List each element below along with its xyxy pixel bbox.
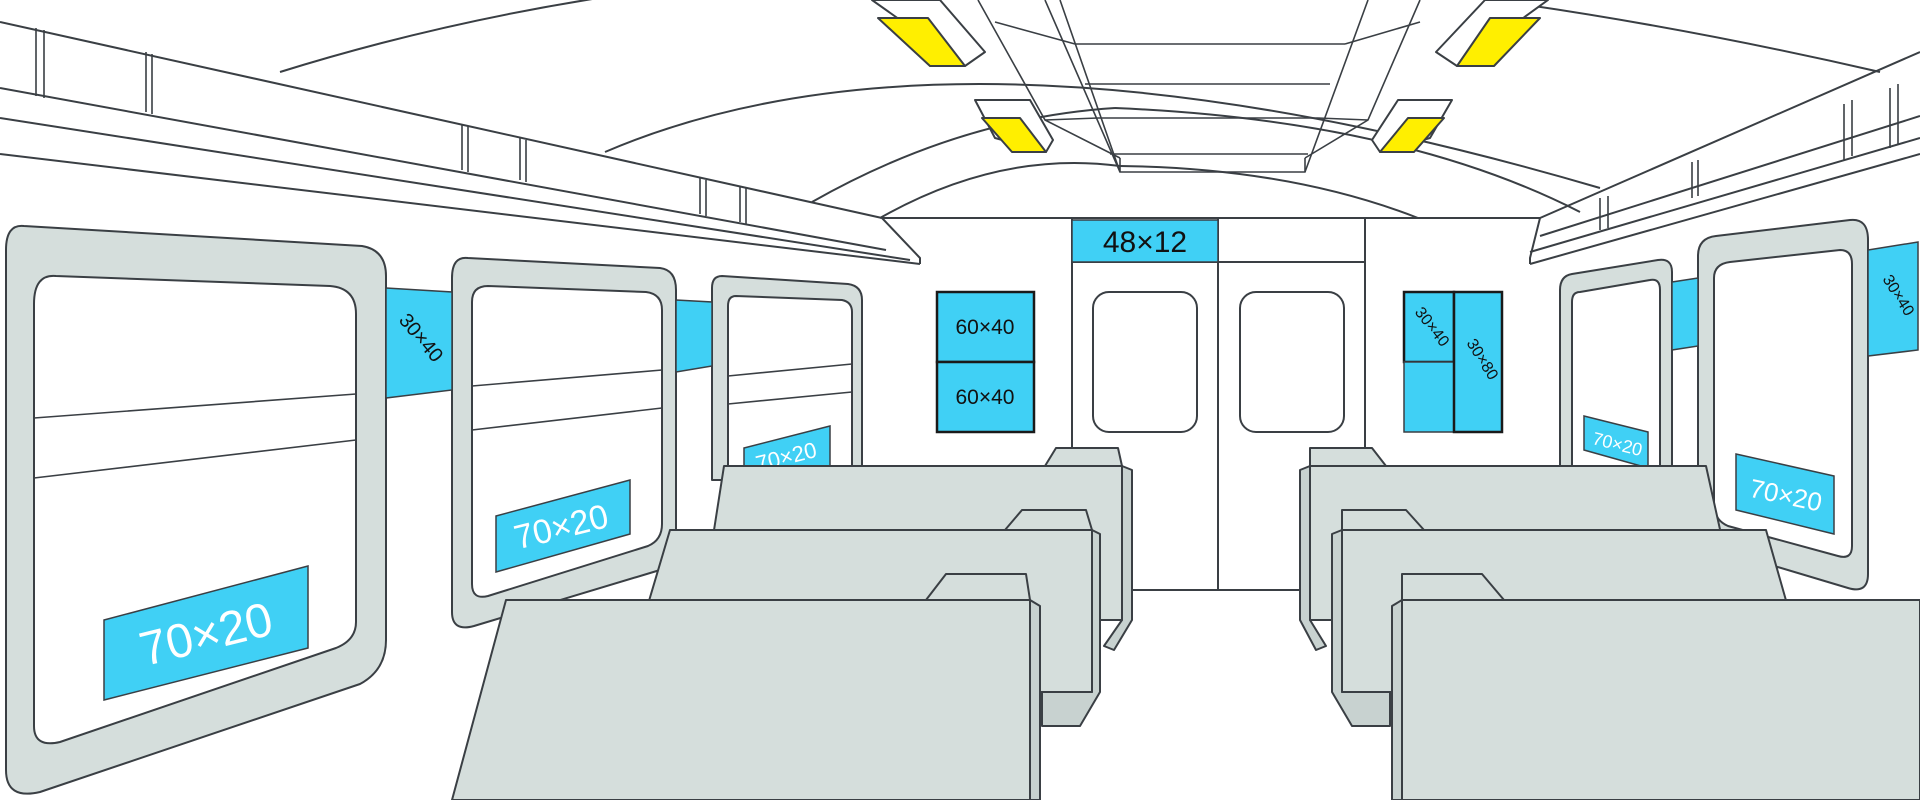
- ad-panel-door-header: 48×12: [1071, 219, 1219, 263]
- door-window-right: [1239, 291, 1345, 433]
- ad-panel-right-side-30x40: 30×40: [1867, 241, 1919, 357]
- ad-panel-window-right-1: 70×20: [1583, 415, 1649, 469]
- ad-panel-left-side-30x40: 30×40: [385, 287, 453, 399]
- ad-panel-right-side-2: [1671, 277, 1699, 351]
- door-window-left: [1092, 291, 1198, 433]
- left-seat-row-1: [451, 573, 1041, 800]
- left-luggage-rack: [0, 21, 921, 265]
- ad-label-60x40-bottom: 60×40: [956, 386, 1015, 409]
- ceiling-lamp-3: [974, 99, 1054, 153]
- left-window-2: [451, 256, 677, 629]
- ceiling-lamp-4: [1371, 99, 1453, 153]
- ad-label-48x12: 48×12: [1103, 226, 1187, 259]
- ad-panel-left-side-2: [675, 299, 713, 373]
- ceiling: [279, 0, 1881, 219]
- left-window-1: [5, 224, 387, 795]
- right-luggage-rack: [1529, 51, 1920, 265]
- ad-panel-end-wall-right: 30×40 30×80: [1402, 290, 1504, 434]
- ceiling-lamp-2: [1435, 0, 1549, 67]
- ad-panel-end-wall-left: 60×40 60×40: [935, 290, 1036, 434]
- ceiling-lamp-1: [871, 0, 986, 67]
- ad-panel-window-right-2: 70×20: [1735, 453, 1835, 535]
- ad-label-60x40-top: 60×40: [956, 316, 1015, 339]
- right-seat-row-1: [1391, 573, 1920, 800]
